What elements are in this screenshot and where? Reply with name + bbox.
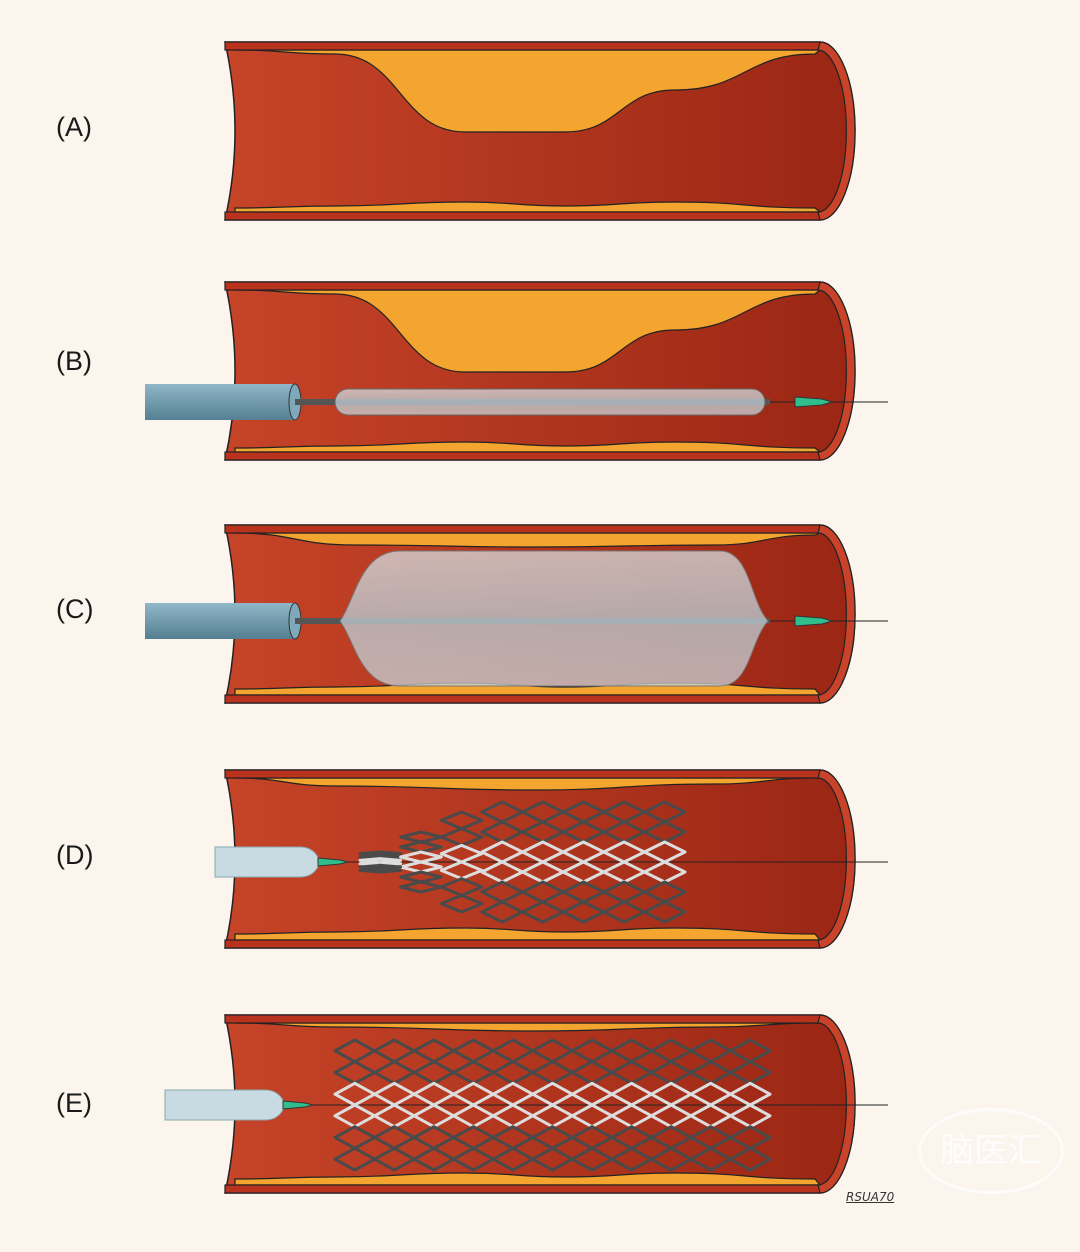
- vessel-wall-top: [224, 281, 821, 291]
- stent-strut: [399, 860, 443, 874]
- stent-strut: [439, 810, 484, 831]
- stent-strut: [399, 850, 443, 864]
- panel-label-b: (B): [56, 346, 92, 376]
- vessel-wall-top: [224, 524, 821, 534]
- vessel-panel-e: [164, 1014, 888, 1194]
- artist-signature: RSUA70: [846, 1190, 895, 1204]
- vessel-wall-bottom: [224, 694, 821, 704]
- stent-strut: [728, 1103, 772, 1129]
- stent-strut: [399, 840, 443, 854]
- vessel-wall-top: [224, 41, 821, 51]
- vessel-panel-c: [145, 524, 888, 704]
- plaque-bottom: [234, 927, 822, 941]
- panel-label-e: (E): [56, 1088, 92, 1118]
- stent-strut: [439, 893, 484, 914]
- plaque-top: [234, 532, 821, 548]
- delivery-catheter: [164, 1089, 286, 1121]
- watermark-logo: 脑医汇: [918, 1108, 1064, 1194]
- vessel-open-end: [817, 524, 856, 704]
- balloon-inflated: [339, 550, 769, 687]
- stent-strut: [728, 1125, 772, 1150]
- stent-strut: [439, 827, 484, 847]
- stent-strut: [399, 870, 443, 884]
- vessel-wall-bottom: [224, 211, 821, 221]
- catheter: [145, 603, 295, 639]
- vessel-open-end: [817, 281, 856, 461]
- stent-strut: [399, 880, 443, 894]
- vessel-lumen: [224, 1014, 856, 1194]
- catheter-tip: [794, 615, 834, 627]
- plaque-top: [234, 1022, 820, 1032]
- catheter-tip: [317, 857, 349, 867]
- panel-label-c: (C): [56, 594, 94, 624]
- stent-strut: [728, 1060, 772, 1085]
- stent-strut: [642, 800, 687, 824]
- plaque-top: [234, 777, 820, 791]
- stent-strut: [642, 840, 687, 864]
- catheter: [145, 384, 295, 420]
- vessel-panel-d: [214, 769, 888, 949]
- delivery-catheter: [214, 846, 321, 878]
- vessel-panel-b: [145, 281, 888, 461]
- stent-strut: [358, 867, 403, 874]
- plaque-bottom: [234, 441, 822, 453]
- stent-strut: [642, 820, 687, 844]
- vessel-panel-a: [224, 41, 856, 221]
- stent-strut: [642, 900, 687, 924]
- stent-strut: [728, 1081, 772, 1107]
- stent-strut: [642, 880, 687, 904]
- stent-strut: [728, 1038, 772, 1064]
- vessel-open-end: [817, 41, 856, 221]
- stent-strut: [642, 860, 687, 884]
- vessel-wall-bottom: [224, 1184, 821, 1194]
- vessel-open-end: [817, 1014, 856, 1194]
- vessel-wall-bottom: [224, 451, 821, 461]
- stent-strut: [728, 1146, 772, 1172]
- catheter-tip: [282, 1100, 314, 1110]
- plaque-bottom: [234, 1172, 822, 1186]
- panel-label-d: (D): [56, 840, 94, 870]
- plaque-bottom: [234, 201, 822, 213]
- catheter-tip: [794, 396, 834, 408]
- plaque-top: [234, 49, 822, 133]
- plaque-top: [234, 289, 822, 373]
- stent-strut: [439, 877, 484, 897]
- stent: [358, 800, 687, 924]
- vessel-wall-top: [224, 769, 821, 779]
- stent: [333, 1038, 772, 1172]
- vessel-wall-top: [224, 1014, 821, 1024]
- vessel-open-end: [817, 769, 856, 949]
- vessel-wall-bottom: [224, 939, 821, 949]
- panel-label-a: (A): [56, 112, 92, 142]
- balloon-deflated: [334, 388, 766, 416]
